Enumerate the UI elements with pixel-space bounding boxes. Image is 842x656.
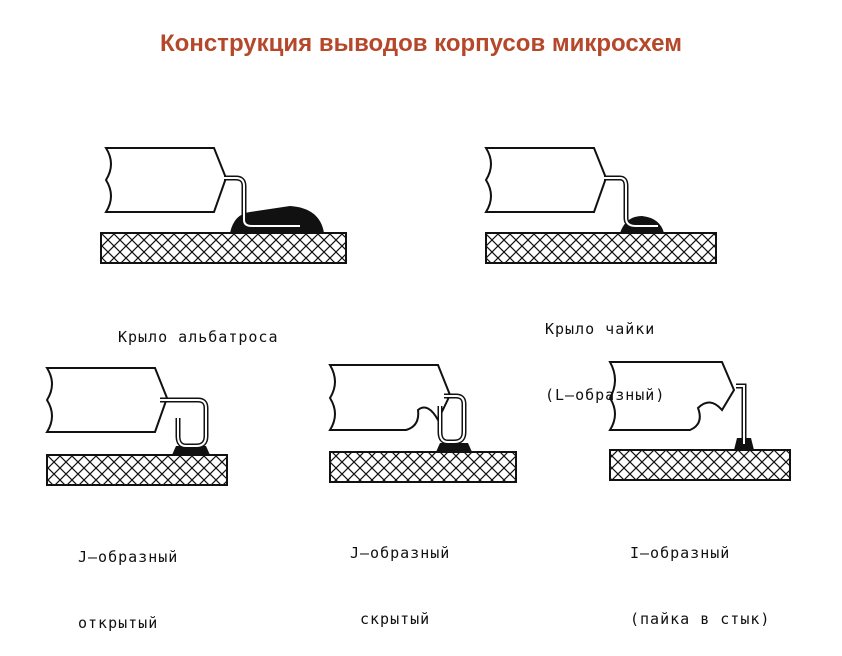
caption-albatross: Крыло альбатроса	[118, 282, 279, 370]
chip-body	[608, 361, 736, 431]
caption-line: (пайка в стык)	[630, 610, 771, 628]
lead-diagrams	[45, 147, 791, 486]
pcb-board	[329, 451, 517, 483]
solder-joint	[436, 443, 472, 452]
figure-albatross-wing	[100, 147, 347, 264]
figure-seagull-wing	[484, 147, 717, 264]
caption-line: J–образный	[78, 548, 179, 566]
caption-j-open: J–образный открытый	[78, 502, 178, 656]
caption-line: открытый	[78, 614, 159, 632]
page-title: Конструкция выводов корпусов микросхем	[160, 30, 682, 57]
caption-line: I–образный	[630, 544, 731, 562]
caption-line: (L–образный)	[545, 386, 666, 404]
chip-body	[104, 147, 228, 213]
caption-j-hidden: J–образный скрытый	[350, 498, 450, 652]
lead-wire	[160, 397, 209, 449]
caption-line: скрытый	[360, 610, 431, 628]
figure-j-lead-hidden	[328, 364, 517, 483]
pcb-board	[609, 449, 791, 481]
caption-line: J–образный	[350, 544, 451, 562]
pcb-board	[46, 454, 228, 486]
caption-line: Крыло чайки	[545, 320, 656, 338]
caption-i-butt: I–образный (пайка в стык)	[630, 498, 770, 652]
chip-body	[484, 147, 608, 213]
solder-joint	[172, 446, 210, 455]
figure-j-lead-open	[45, 367, 228, 486]
pcb-board	[485, 232, 717, 264]
caption-line: Крыло альбатроса	[118, 328, 279, 346]
pcb-board	[100, 232, 347, 264]
figure-i-lead-butt	[608, 361, 791, 481]
lead-wire	[736, 383, 747, 444]
chip-body	[328, 364, 452, 431]
chip-body	[45, 367, 169, 433]
caption-seagull: Крыло чайки (L–образный)	[545, 274, 665, 428]
